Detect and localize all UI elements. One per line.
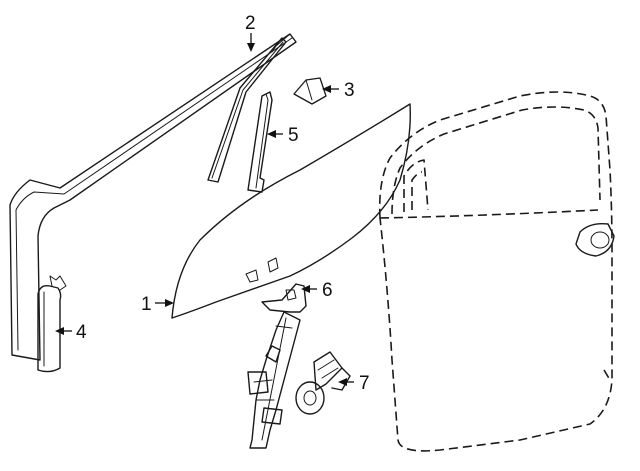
callout-4-number: 4	[76, 322, 87, 343]
door-shell-outline	[378, 91, 615, 452]
callout-1-arrowhead	[165, 299, 174, 307]
callout-4-arrowhead	[55, 327, 64, 335]
callout-7-arrowhead	[338, 378, 347, 386]
callout-7-number: 7	[359, 373, 370, 394]
callout-3-arrowhead	[322, 85, 331, 93]
callout-1: 1	[141, 294, 174, 315]
callout-3: 3	[322, 80, 355, 101]
part-2-glass-run-channel[interactable]	[9, 33, 297, 361]
callout-6-number: 6	[322, 280, 333, 301]
callout-2-arrowhead	[247, 43, 255, 52]
part-3-corner-trim[interactable]	[293, 77, 327, 105]
callout-5-arrowhead	[267, 130, 276, 138]
callout-5-number: 5	[288, 125, 299, 146]
part-5-sash-channel[interactable]	[207, 37, 287, 193]
callout-3-number: 3	[344, 80, 355, 101]
callout-4: 4	[55, 322, 87, 343]
part-4-lower-channel[interactable]	[37, 275, 67, 373]
callout-6: 6	[301, 280, 333, 301]
callout-7: 7	[338, 373, 370, 394]
part-6-window-regulator[interactable]	[247, 283, 307, 449]
callout-6-arrowhead	[301, 285, 310, 293]
callout-5: 5	[267, 125, 299, 146]
callout-2-number: 2	[245, 13, 256, 34]
callout-1-number: 1	[141, 294, 152, 315]
part-1-door-glass[interactable]	[171, 103, 411, 319]
callout-2: 2	[245, 13, 256, 52]
